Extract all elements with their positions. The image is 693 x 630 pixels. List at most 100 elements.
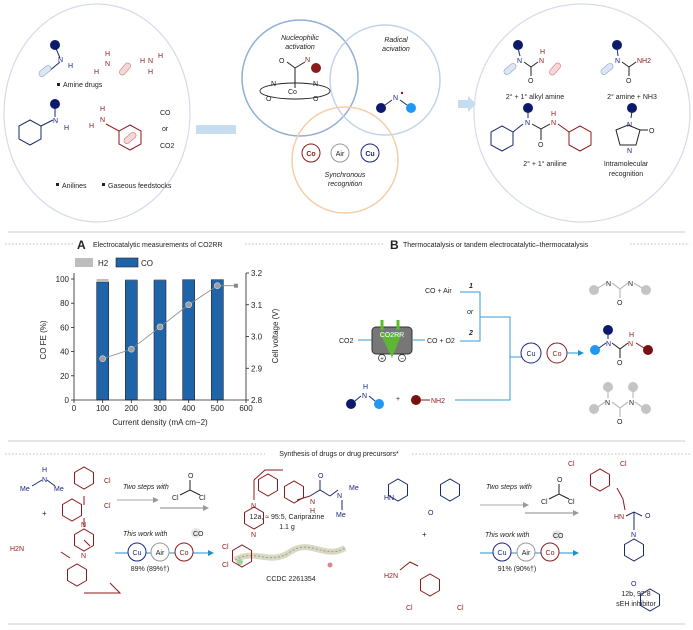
atom-o: O xyxy=(318,473,324,480)
atom-n: N xyxy=(605,400,610,407)
atom-n: N xyxy=(606,341,611,348)
plus-sign: + xyxy=(396,396,400,403)
two-steps-label: Two steps with xyxy=(486,484,532,491)
section-title: Synthesis of drugs or drug precursors* xyxy=(279,451,399,458)
co2rr-electrolyzer: CO2RR + − xyxy=(371,320,413,363)
atom-n: N xyxy=(271,81,276,88)
atom-h: H xyxy=(100,106,105,113)
radical-circle xyxy=(329,24,441,136)
bar-h2 xyxy=(154,279,166,281)
two-steps-label: Two steps with xyxy=(123,484,169,491)
atom-o: O xyxy=(631,581,637,588)
y-tick-label: 80 xyxy=(60,299,69,308)
ring xyxy=(624,538,644,562)
ring xyxy=(284,480,304,504)
arrow-right-icon xyxy=(458,96,476,112)
x-tick-label: 500 xyxy=(211,404,225,413)
atom-h2n: H2N xyxy=(384,573,398,580)
atom-o: O xyxy=(557,477,563,484)
cu-label: Cu xyxy=(365,151,374,158)
atom-n: N xyxy=(551,120,556,127)
yield-a: 89% (89%†) xyxy=(131,566,170,573)
co-label: CO xyxy=(160,110,171,117)
atom-n: N xyxy=(81,522,86,529)
atom-h: H xyxy=(94,69,99,76)
ring xyxy=(74,466,94,490)
nucleophilic-label: activation xyxy=(285,44,315,51)
x-tick-label: 0 xyxy=(72,404,77,413)
ring xyxy=(388,478,408,502)
co2-label: CO2 xyxy=(160,143,175,150)
product-b-label: 12b, 92:8 xyxy=(621,591,650,598)
top-scheme: N H H N H H N H H Amine drugs N H xyxy=(3,3,691,223)
anode-sign: + xyxy=(380,357,384,363)
ring xyxy=(232,544,252,568)
voltage-point xyxy=(214,282,221,290)
atom-o: O xyxy=(649,128,655,135)
atom-cl: Cl xyxy=(172,495,179,502)
atom-cl: Cl xyxy=(457,605,464,612)
co-o2-label: CO + O2 xyxy=(427,338,455,345)
or-label: or xyxy=(162,126,169,133)
voltage-point xyxy=(128,345,135,353)
atom-cl: Cl xyxy=(199,495,206,502)
this-work-label: This work with xyxy=(123,531,167,538)
atom-o: O xyxy=(279,58,285,65)
bar-h2 xyxy=(96,279,109,283)
bar-co xyxy=(211,279,224,401)
atom-h: H xyxy=(551,111,556,118)
ring xyxy=(440,478,460,502)
x-axis-label: Current density (mA cm−2) xyxy=(112,418,208,427)
nucleophilic-circle xyxy=(241,19,359,137)
radical-label: acivation xyxy=(382,46,410,53)
product-a-scale: 1.1 g xyxy=(279,524,295,531)
voltage-point xyxy=(156,323,164,331)
atom-n: N xyxy=(628,281,633,288)
atom-h: H xyxy=(64,125,69,132)
plus-sign: + xyxy=(42,509,47,518)
atom-n: N xyxy=(615,58,620,65)
atom-o: O xyxy=(188,473,194,480)
product-label-intramolecular: recognition xyxy=(609,171,643,178)
bar-co xyxy=(125,279,138,401)
y-tick-label: 0 xyxy=(65,396,70,405)
y2-tick-label: 3.1 xyxy=(251,301,263,310)
co-cat-label: Co xyxy=(180,550,189,557)
atom-n: N xyxy=(628,341,633,348)
urea-aniline: N O N H xyxy=(490,103,592,152)
atom-me: Me xyxy=(336,512,346,519)
radical-label: Radical xyxy=(384,37,408,44)
atom-n: N xyxy=(53,118,58,125)
atom-nh2: NH2 xyxy=(637,58,651,65)
co-catalyst: Co xyxy=(301,143,321,163)
y-tick-label: 40 xyxy=(60,348,69,357)
atom-h: H xyxy=(158,53,163,60)
atom-cl: Cl xyxy=(541,499,548,506)
atom-o: O xyxy=(538,142,544,149)
cu-catalyst: Cu xyxy=(520,342,542,364)
atom-n: N xyxy=(517,58,522,65)
anilines-label: Anilines xyxy=(62,183,87,190)
bar-h2 xyxy=(125,279,138,281)
atom-cl: Cl xyxy=(104,478,111,485)
ring xyxy=(244,506,264,530)
bar-h2 xyxy=(182,279,195,280)
y2-tick-label: 2.8 xyxy=(251,396,263,405)
bar-co xyxy=(182,279,195,401)
panel-title: Electrocatalytic measurements of CO2RR xyxy=(93,242,223,249)
nh2-label: NH2 xyxy=(431,398,445,405)
urea-nh3: N O NH2 xyxy=(600,40,651,85)
co2-label: CO2 xyxy=(339,338,354,345)
atom-n: N xyxy=(42,477,47,484)
atom-n: N xyxy=(539,58,544,65)
atom-n: N xyxy=(337,493,342,500)
ammonia: H N H H xyxy=(140,53,163,76)
cu-label: Cu xyxy=(498,550,507,557)
legend-swatch-co xyxy=(115,257,139,268)
co-catalyst: Co xyxy=(546,342,568,364)
ring xyxy=(62,498,82,522)
x-tick-label: 400 xyxy=(182,404,196,413)
product-label-intramolecular: Intramolecular xyxy=(604,161,649,168)
arrow-block xyxy=(196,125,236,134)
